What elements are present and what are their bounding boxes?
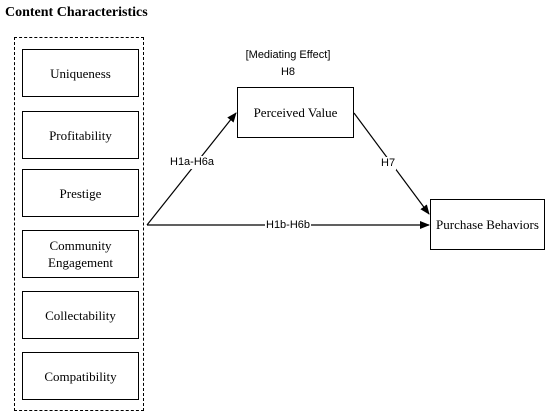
edge-label-h7: H7 <box>380 157 397 170</box>
arrow-characteristics-to-perceived-value <box>146 112 237 226</box>
node-collectability: Collectability <box>22 291 139 339</box>
edge-label-h1b-h6b: H1b-H6b <box>265 219 312 232</box>
node-prestige-label: Prestige <box>59 185 102 201</box>
node-profitability: Profitability <box>22 111 139 159</box>
node-uniqueness: Uniqueness <box>22 49 139 97</box>
node-perceived-value-label: Perceived Value <box>253 105 338 120</box>
node-perceived-value: Perceived Value <box>237 87 354 138</box>
hypothesis-h8-label: H8 <box>280 66 296 78</box>
node-compatibility: Compatibility <box>22 352 139 400</box>
content-characteristics-group <box>14 37 144 411</box>
node-purchase-behaviors: Purchase Behaviors <box>430 199 545 250</box>
node-community-engagement: Community Engagement <box>22 230 139 278</box>
edge-label-h1a-h6a: H1a-H6a <box>169 156 216 169</box>
node-uniqueness-label: Uniqueness <box>50 65 111 81</box>
diagram-title: Content Characteristics <box>5 5 148 20</box>
node-profitability-label: Profitability <box>49 127 112 143</box>
node-community-engagement-label: Community Engagement <box>48 238 113 270</box>
node-compatibility-label: Compatibility <box>44 368 117 384</box>
node-collectability-label: Collectability <box>45 307 116 323</box>
node-purchase-behaviors-label: Purchase Behaviors <box>436 217 539 232</box>
node-prestige: Prestige <box>22 169 139 217</box>
mediating-effect-note: [Mediating Effect] <box>245 49 331 61</box>
